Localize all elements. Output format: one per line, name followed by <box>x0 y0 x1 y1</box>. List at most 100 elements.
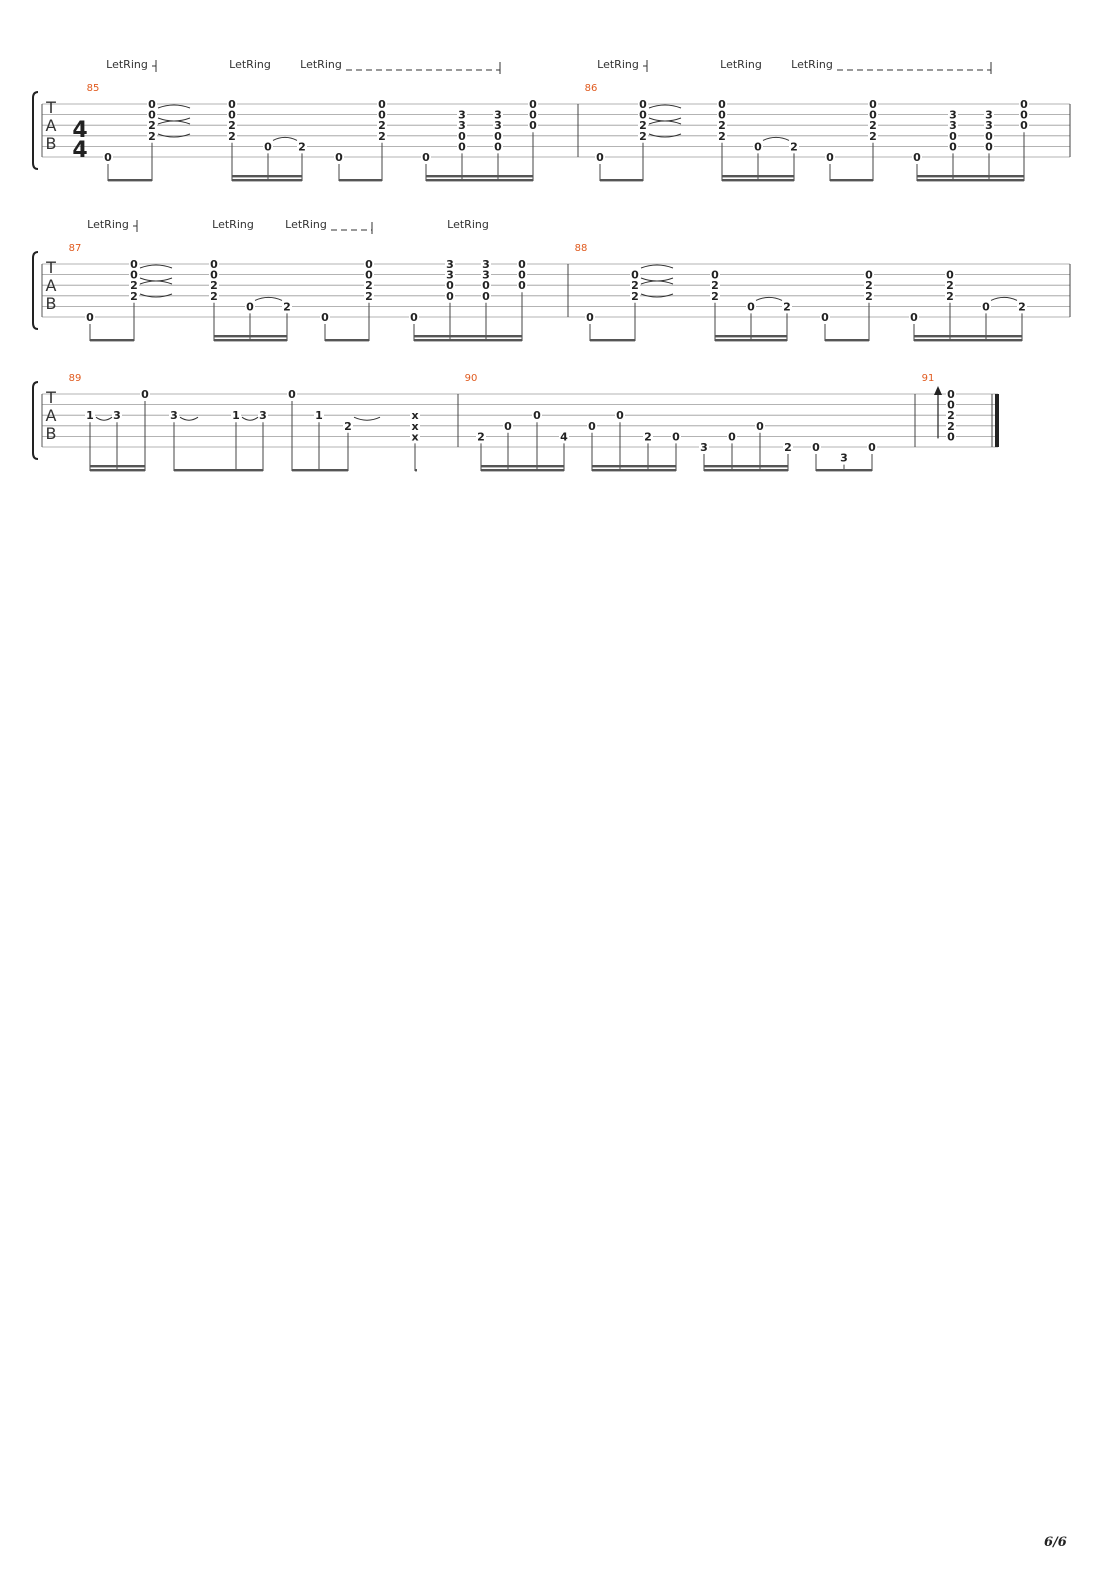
fret-mask <box>868 108 878 120</box>
fret-number: 3 <box>949 119 957 132</box>
fret-mask <box>493 129 503 141</box>
fret-mask <box>727 430 737 442</box>
fret-mask <box>946 430 956 442</box>
let-ring-label: LetRing <box>212 218 254 231</box>
fret-mask <box>945 289 955 301</box>
fret-number: 3 <box>170 409 178 422</box>
fret-number: 0 <box>482 290 490 303</box>
page-number: 6/6 <box>1044 1535 1067 1550</box>
fret-mask <box>147 119 157 131</box>
fret-number: 0 <box>335 151 343 164</box>
beam <box>90 339 134 342</box>
fret-mask <box>528 98 538 109</box>
fret-mask <box>231 409 241 421</box>
fret-mask <box>630 279 640 291</box>
fret-mask <box>638 98 648 109</box>
fret-mask <box>948 129 958 141</box>
fret-number: 0 <box>130 258 138 271</box>
beam <box>704 469 788 472</box>
fret-mask <box>410 419 420 431</box>
fret-number: 0 <box>868 441 876 454</box>
beam <box>917 179 1024 182</box>
fret-mask <box>984 129 994 141</box>
fret-mask <box>476 430 486 442</box>
fret-mask <box>615 409 625 421</box>
beam <box>830 179 873 182</box>
time-signature-bottom: 4 <box>72 138 87 163</box>
tie-arc <box>139 264 173 269</box>
fret-mask <box>671 430 681 442</box>
beam <box>339 179 382 182</box>
let-ring-label: LetRing <box>447 218 489 231</box>
tie-arc <box>648 120 682 125</box>
fret-mask <box>948 140 958 152</box>
fret-mask <box>783 441 793 452</box>
fret-number: 0 <box>494 130 502 143</box>
fret-mask <box>503 419 513 431</box>
measure-number: 91 <box>922 373 935 384</box>
fret-number: 0 <box>826 151 834 164</box>
fret-mask <box>782 300 792 312</box>
fret-mask <box>410 430 420 442</box>
fret-mask <box>493 119 503 131</box>
tab-clef-letter: T <box>45 258 56 277</box>
beam <box>426 179 533 182</box>
fret-mask <box>457 140 467 152</box>
fret-number: 2 <box>283 300 291 313</box>
beam <box>600 179 643 182</box>
fret-mask <box>287 388 297 399</box>
fret-mask <box>377 98 387 109</box>
fret-number: 0 <box>982 300 990 313</box>
fret-number: 0 <box>754 140 762 153</box>
fret-mask <box>112 409 122 421</box>
beam <box>414 335 522 338</box>
system-bracket <box>32 91 39 170</box>
fret-mask <box>364 258 374 269</box>
fret-mask <box>85 409 95 421</box>
measure-number: 85 <box>87 83 100 94</box>
fret-mask <box>595 151 605 162</box>
fret-number: 0 <box>210 258 218 271</box>
let-ring-label: LetRing <box>229 58 271 71</box>
fret-mask <box>638 108 648 120</box>
slur-arc <box>179 416 199 421</box>
fret-mask <box>481 268 491 280</box>
tab-system <box>32 91 1071 170</box>
let-ring-label: LetRing <box>720 58 762 71</box>
beam <box>715 339 787 342</box>
fret-mask <box>587 419 597 431</box>
fret-number: 0 <box>529 109 537 122</box>
tab-clef-letter: A <box>46 116 57 135</box>
fret-number: 2 <box>365 290 373 303</box>
measure-number: 86 <box>585 83 598 94</box>
fret-number: 0 <box>148 98 156 111</box>
beam <box>174 469 263 472</box>
fret-mask <box>868 119 878 131</box>
fret-number: 2 <box>631 290 639 303</box>
fret-number: 0 <box>1020 98 1028 111</box>
final-thick-barline <box>995 394 999 447</box>
fret-number: 0 <box>949 140 957 153</box>
fret-number: 0 <box>518 258 526 271</box>
fret-number: 3 <box>985 109 993 122</box>
strum-arrow-head <box>934 386 942 395</box>
fret-number: 0 <box>711 269 719 282</box>
tie-arc <box>648 104 682 109</box>
fret-number: 2 <box>365 279 373 292</box>
fret-number: 3 <box>985 119 993 132</box>
fret-mask <box>717 119 727 131</box>
fret-number: 0 <box>672 430 680 443</box>
fret-mask <box>457 108 467 120</box>
fret-mask <box>445 268 455 280</box>
fret-mask <box>147 98 157 109</box>
fret-number: 0 <box>586 311 594 324</box>
fret-mask <box>445 279 455 291</box>
beam <box>914 339 1022 342</box>
fret-mask <box>140 388 150 399</box>
tie-arc <box>640 264 674 269</box>
measure-number: 87 <box>69 243 82 254</box>
time-signature-top: 4 <box>72 118 87 143</box>
fret-number: 0 <box>865 269 873 282</box>
beam <box>590 339 635 342</box>
fret-mask <box>129 268 139 280</box>
